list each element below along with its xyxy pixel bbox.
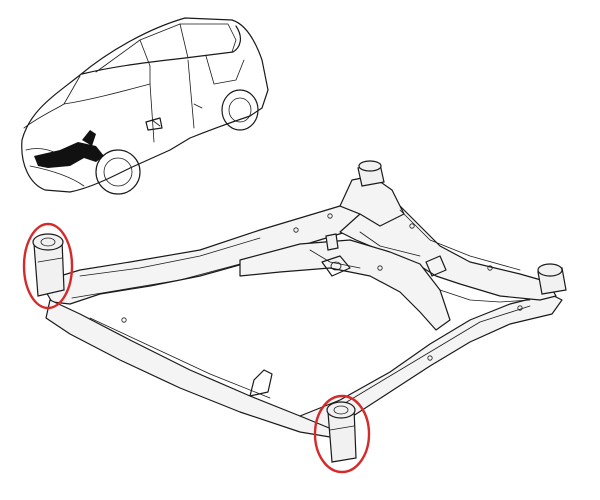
front-left-subframe-bushing [32,233,65,297]
car-outline-icon [21,17,269,195]
rear-left-subframe-bushing [326,401,357,463]
highlight-ring-left [22,222,74,310]
front-subframe-icon [32,160,567,463]
highlight-ring-front [313,394,371,474]
